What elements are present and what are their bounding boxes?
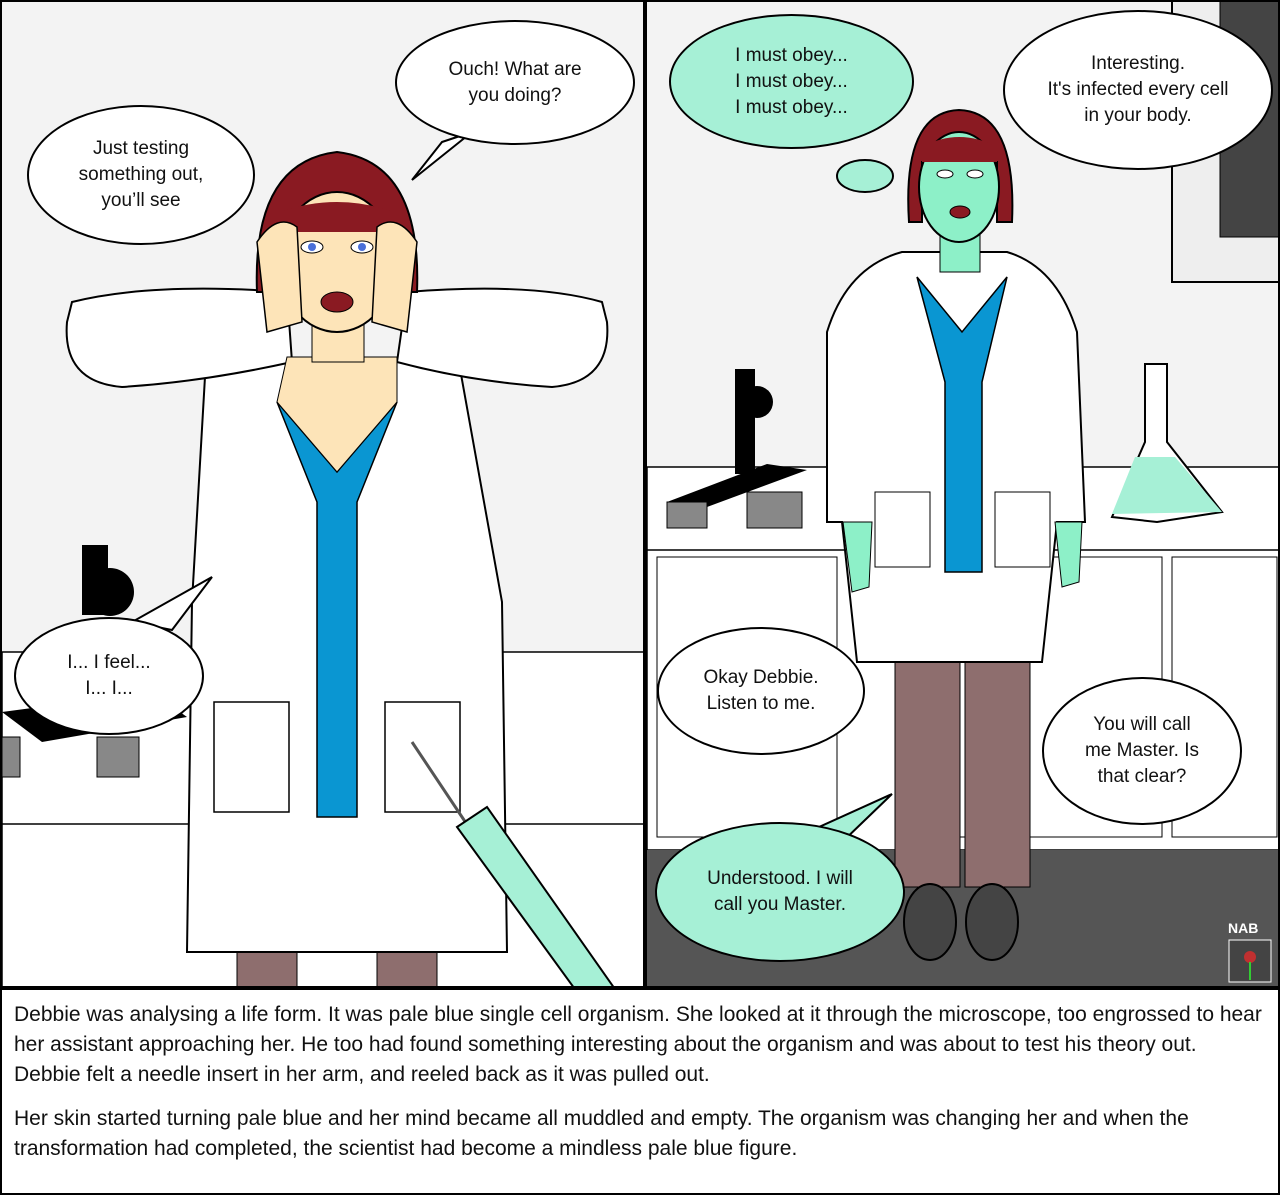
comic-panel-left: Ouch! What are you doing? Just testing s… <box>0 0 645 988</box>
microscope-icon <box>666 369 807 529</box>
speech-bubble-testing: Just testing something out, you’ll see <box>27 105 255 245</box>
speech-bubble-master: You will call me Master. Is that clear? <box>1042 677 1242 825</box>
comic-panel-right: I must obey... I must obey... I must obe… <box>645 0 1280 988</box>
syringe-icon <box>410 741 615 986</box>
speech-bubble-ouch: Ouch! What are you doing? <box>395 20 635 145</box>
speech-bubble-feel: I... I feel... I... I... <box>14 617 204 735</box>
speech-bubble-interesting: Interesting. It's infected every cell in… <box>1003 10 1273 170</box>
caption-paragraph-2: Her skin started turning pale blue and h… <box>14 1107 1189 1160</box>
speech-bubble-okay: Okay Debbie. Listen to me. <box>657 627 865 755</box>
signature-text: NAB <box>1228 920 1259 936</box>
thought-bubble-obey: I must obey... I must obey... I must obe… <box>669 14 914 149</box>
speech-bubble-understood: Understood. I will call you Master. <box>655 822 905 962</box>
caption-paragraph-1: Debbie was analysing a life form. It was… <box>14 1003 1262 1086</box>
flask-icon <box>1110 363 1224 524</box>
caption-box: Debbie was analysing a life form. It was… <box>0 988 1280 1195</box>
panel-left-art <box>2 131 643 986</box>
